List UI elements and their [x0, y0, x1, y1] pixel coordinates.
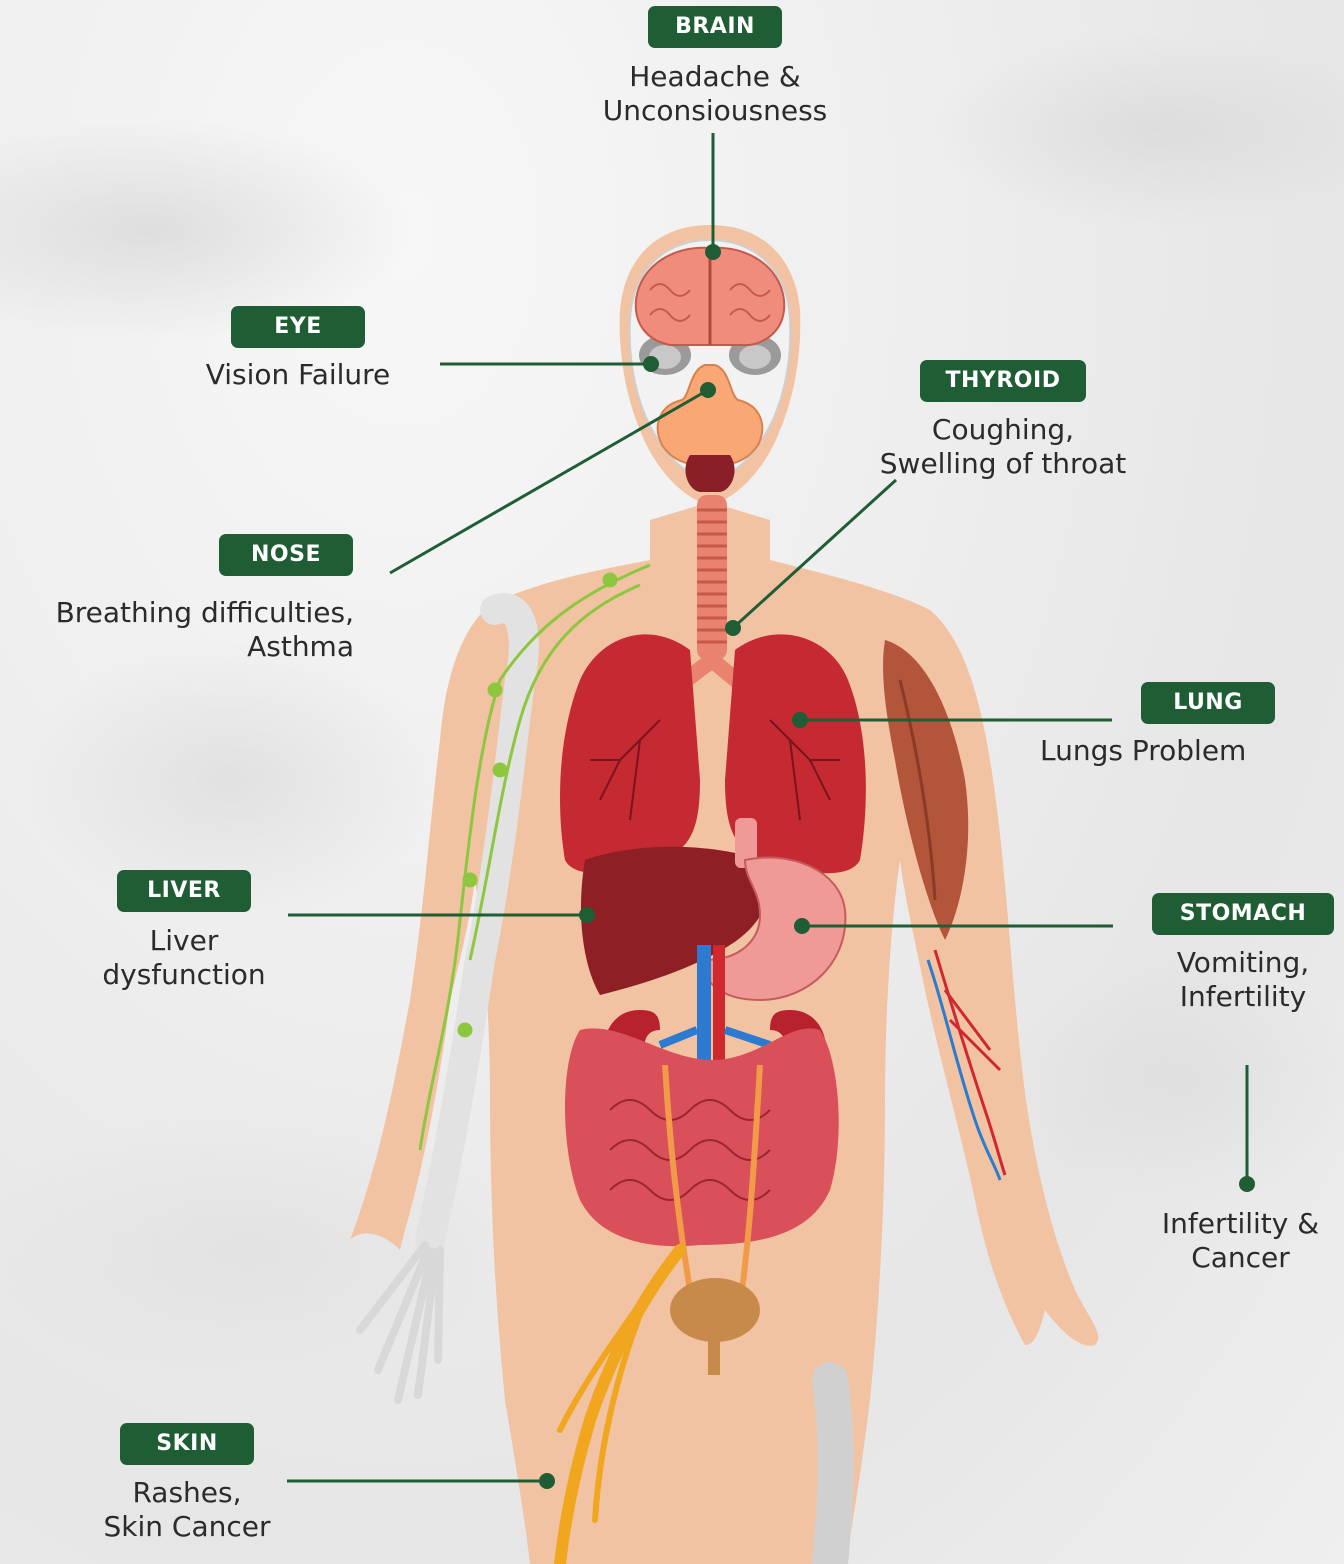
lung-description-line-1: Lungs Problem	[1040, 734, 1280, 768]
brain-description: Headache & Unconsiousness	[565, 60, 865, 128]
leg-bone	[830, 1380, 836, 1564]
eye-description: Vision Failure	[178, 358, 418, 392]
eye-tag: EYE	[231, 306, 365, 348]
thyroid-description: Coughing, Swelling of throat	[845, 413, 1161, 481]
nose-description-line-2: Asthma	[6, 630, 354, 664]
nose-tag: NOSE	[219, 534, 353, 576]
brain-description-line-2: Unconsiousness	[565, 94, 865, 128]
brain-tag: BRAIN	[648, 6, 782, 48]
skin-tag: SKIN	[120, 1423, 254, 1465]
liver-description-line-2: dysfunction	[64, 958, 304, 992]
skin-description-line-1: Rashes,	[62, 1476, 312, 1510]
thyroid-tag: THYROID	[920, 360, 1086, 402]
skin-description-line-2: Skin Cancer	[62, 1510, 312, 1544]
stomach-tag: STOMACH	[1152, 893, 1334, 935]
lung-description: Lungs Problem	[1040, 734, 1280, 768]
brain-description-line-1: Headache &	[565, 60, 865, 94]
liver-description-line-1: Liver	[64, 924, 304, 958]
nose-description-line-1: Breathing difficulties,	[6, 596, 354, 630]
stomach-description-line-2: Infertility	[1143, 980, 1343, 1014]
reproductive-description: Infertility & Cancer	[1137, 1207, 1344, 1275]
stomach-description: Vomiting, Infertility	[1143, 946, 1343, 1014]
lung-tag: LUNG	[1141, 682, 1275, 724]
reproductive-description-line-2: Cancer	[1137, 1241, 1344, 1275]
liver-description: Liver dysfunction	[64, 924, 304, 992]
thyroid-description-line-2: Swelling of throat	[845, 447, 1161, 481]
skin-description: Rashes, Skin Cancer	[62, 1476, 312, 1544]
brain	[636, 248, 784, 345]
eye-description-line-1: Vision Failure	[178, 358, 418, 392]
stomach-description-line-1: Vomiting,	[1143, 946, 1343, 980]
reproductive-description-line-1: Infertility &	[1137, 1207, 1344, 1241]
nose-description: Breathing difficulties, Asthma	[6, 596, 354, 664]
liver-tag: LIVER	[117, 870, 251, 912]
intestines	[565, 1028, 839, 1246]
thyroid-description-line-1: Coughing,	[845, 413, 1161, 447]
